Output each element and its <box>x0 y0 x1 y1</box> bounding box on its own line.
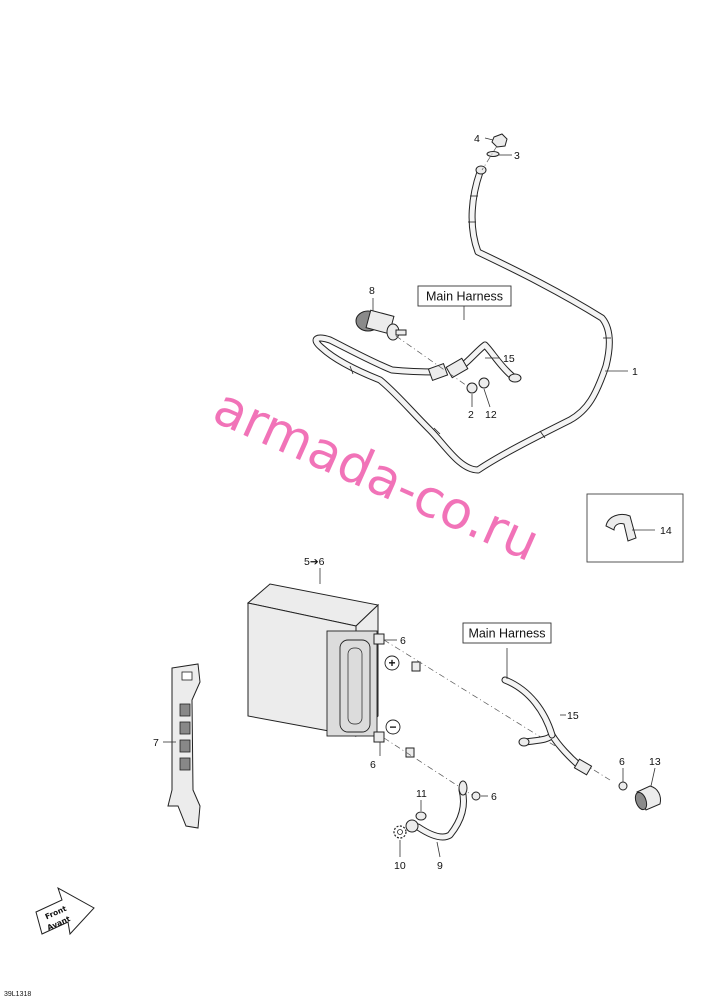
battery-cable-1 <box>312 165 613 474</box>
callout-5-6: 5➔6 <box>304 556 325 568</box>
callout-6a: 6 <box>400 635 406 647</box>
callout-9: 9 <box>437 860 443 872</box>
callout-6c: 6 <box>491 791 497 803</box>
callout-8: 8 <box>369 285 375 297</box>
callout-13: 13 <box>649 756 661 768</box>
washer-3 <box>481 145 500 171</box>
callout-4: 4 <box>474 133 480 145</box>
callout-14: 14 <box>660 525 672 537</box>
star-washer-10 <box>393 825 407 857</box>
svg-text:−: − <box>389 720 396 734</box>
main-harness-label-top: Main Harness <box>417 285 512 307</box>
svg-text:Main Harness: Main Harness <box>426 290 503 304</box>
callout-15b: 15 <box>567 710 579 722</box>
callout-6b: 6 <box>370 759 376 771</box>
main-harness-label-bottom: Main Harness <box>462 622 552 644</box>
terminal-cover-13 <box>634 767 661 811</box>
callout-2: 2 <box>468 409 474 421</box>
inset-part-14 <box>586 493 684 563</box>
cable-15-lower <box>501 648 593 776</box>
callout-12: 12 <box>485 409 497 421</box>
front-direction-arrow: Front Avant <box>35 886 95 936</box>
watermark: armada-co.ru <box>205 377 548 574</box>
callout-1: 1 <box>632 366 638 378</box>
callout-11: 11 <box>416 788 427 800</box>
callout-6d: 6 <box>619 756 625 768</box>
callout-7: 7 <box>153 737 159 749</box>
solenoid-8 <box>355 309 407 341</box>
washer-11 <box>415 800 427 821</box>
negative-terminal-symbol: − <box>385 719 401 735</box>
nut-2 <box>466 382 478 394</box>
nut-6-right <box>618 768 628 791</box>
drawing-code: 39L1318 <box>4 991 31 998</box>
cable-15-upper <box>445 341 522 383</box>
ground-cable-9 <box>405 780 488 858</box>
leaders-upper <box>372 137 628 408</box>
callout-10: 10 <box>394 860 406 872</box>
battery-strap-7 <box>163 663 201 829</box>
nut-4 <box>491 133 508 148</box>
callout-3: 3 <box>514 150 520 162</box>
svg-text:+: + <box>388 656 395 670</box>
battery-5 <box>246 568 385 743</box>
svg-text:armada-co.ru: armada-co.ru <box>205 377 548 574</box>
callout-labels: 1 2 3 4 5➔6 6 6 6 6 7 8 9 10 11 12 13 14… <box>153 133 672 872</box>
svg-text:Main Harness: Main Harness <box>468 627 545 641</box>
positive-terminal-symbol: + <box>384 655 400 671</box>
callout-15a: 15 <box>503 353 515 365</box>
nut-12 <box>478 377 490 389</box>
